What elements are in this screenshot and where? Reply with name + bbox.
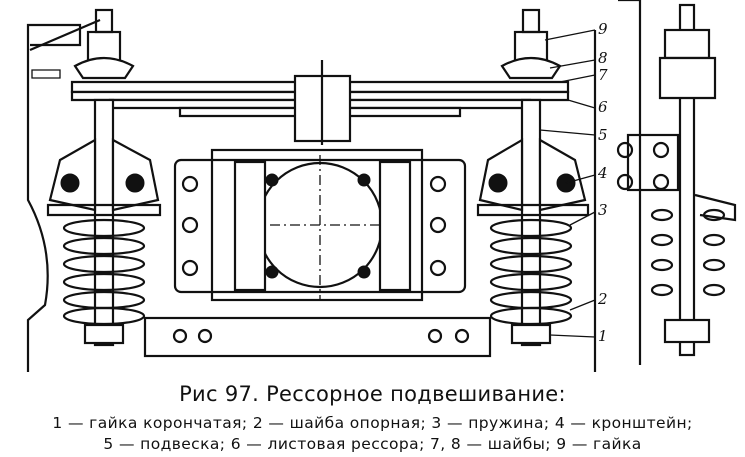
callout-3: 3 — [598, 201, 608, 219]
callout-leaders — [539, 29, 596, 338]
left-bracket — [46, 138, 162, 217]
axle-box — [143, 148, 492, 358]
legend-line-2: 5 — подвеска; 6 — листовая рессора; 7, 8… — [103, 435, 642, 453]
callout-labels: 9 8 7 6 5 4 3 2 1 — [597, 20, 608, 345]
callout-4: 4 — [597, 164, 608, 182]
suspension-drawing: 9 8 7 6 5 4 3 2 1 — [26, 0, 737, 372]
callout-1: 1 — [598, 327, 608, 345]
legend-line-1: 1 — гайка корончатая; 2 — шайба опорная;… — [52, 414, 693, 432]
callout-8: 8 — [598, 49, 608, 67]
figure-caption: Рис 97. Рессорное подвешивание: — [179, 382, 566, 406]
side-view — [616, 0, 737, 365]
frame-outline — [26, 18, 597, 372]
left-hanger — [73, 8, 135, 347]
callout-6: 6 — [598, 98, 608, 116]
callout-5: 5 — [598, 126, 608, 144]
right-coil-spring — [489, 218, 573, 326]
right-hanger — [500, 8, 562, 347]
leaf-spring — [70, 60, 570, 145]
callout-2: 2 — [597, 290, 608, 308]
left-coil-spring — [62, 218, 146, 326]
callout-9: 9 — [598, 20, 608, 38]
callout-7: 7 — [598, 66, 608, 84]
